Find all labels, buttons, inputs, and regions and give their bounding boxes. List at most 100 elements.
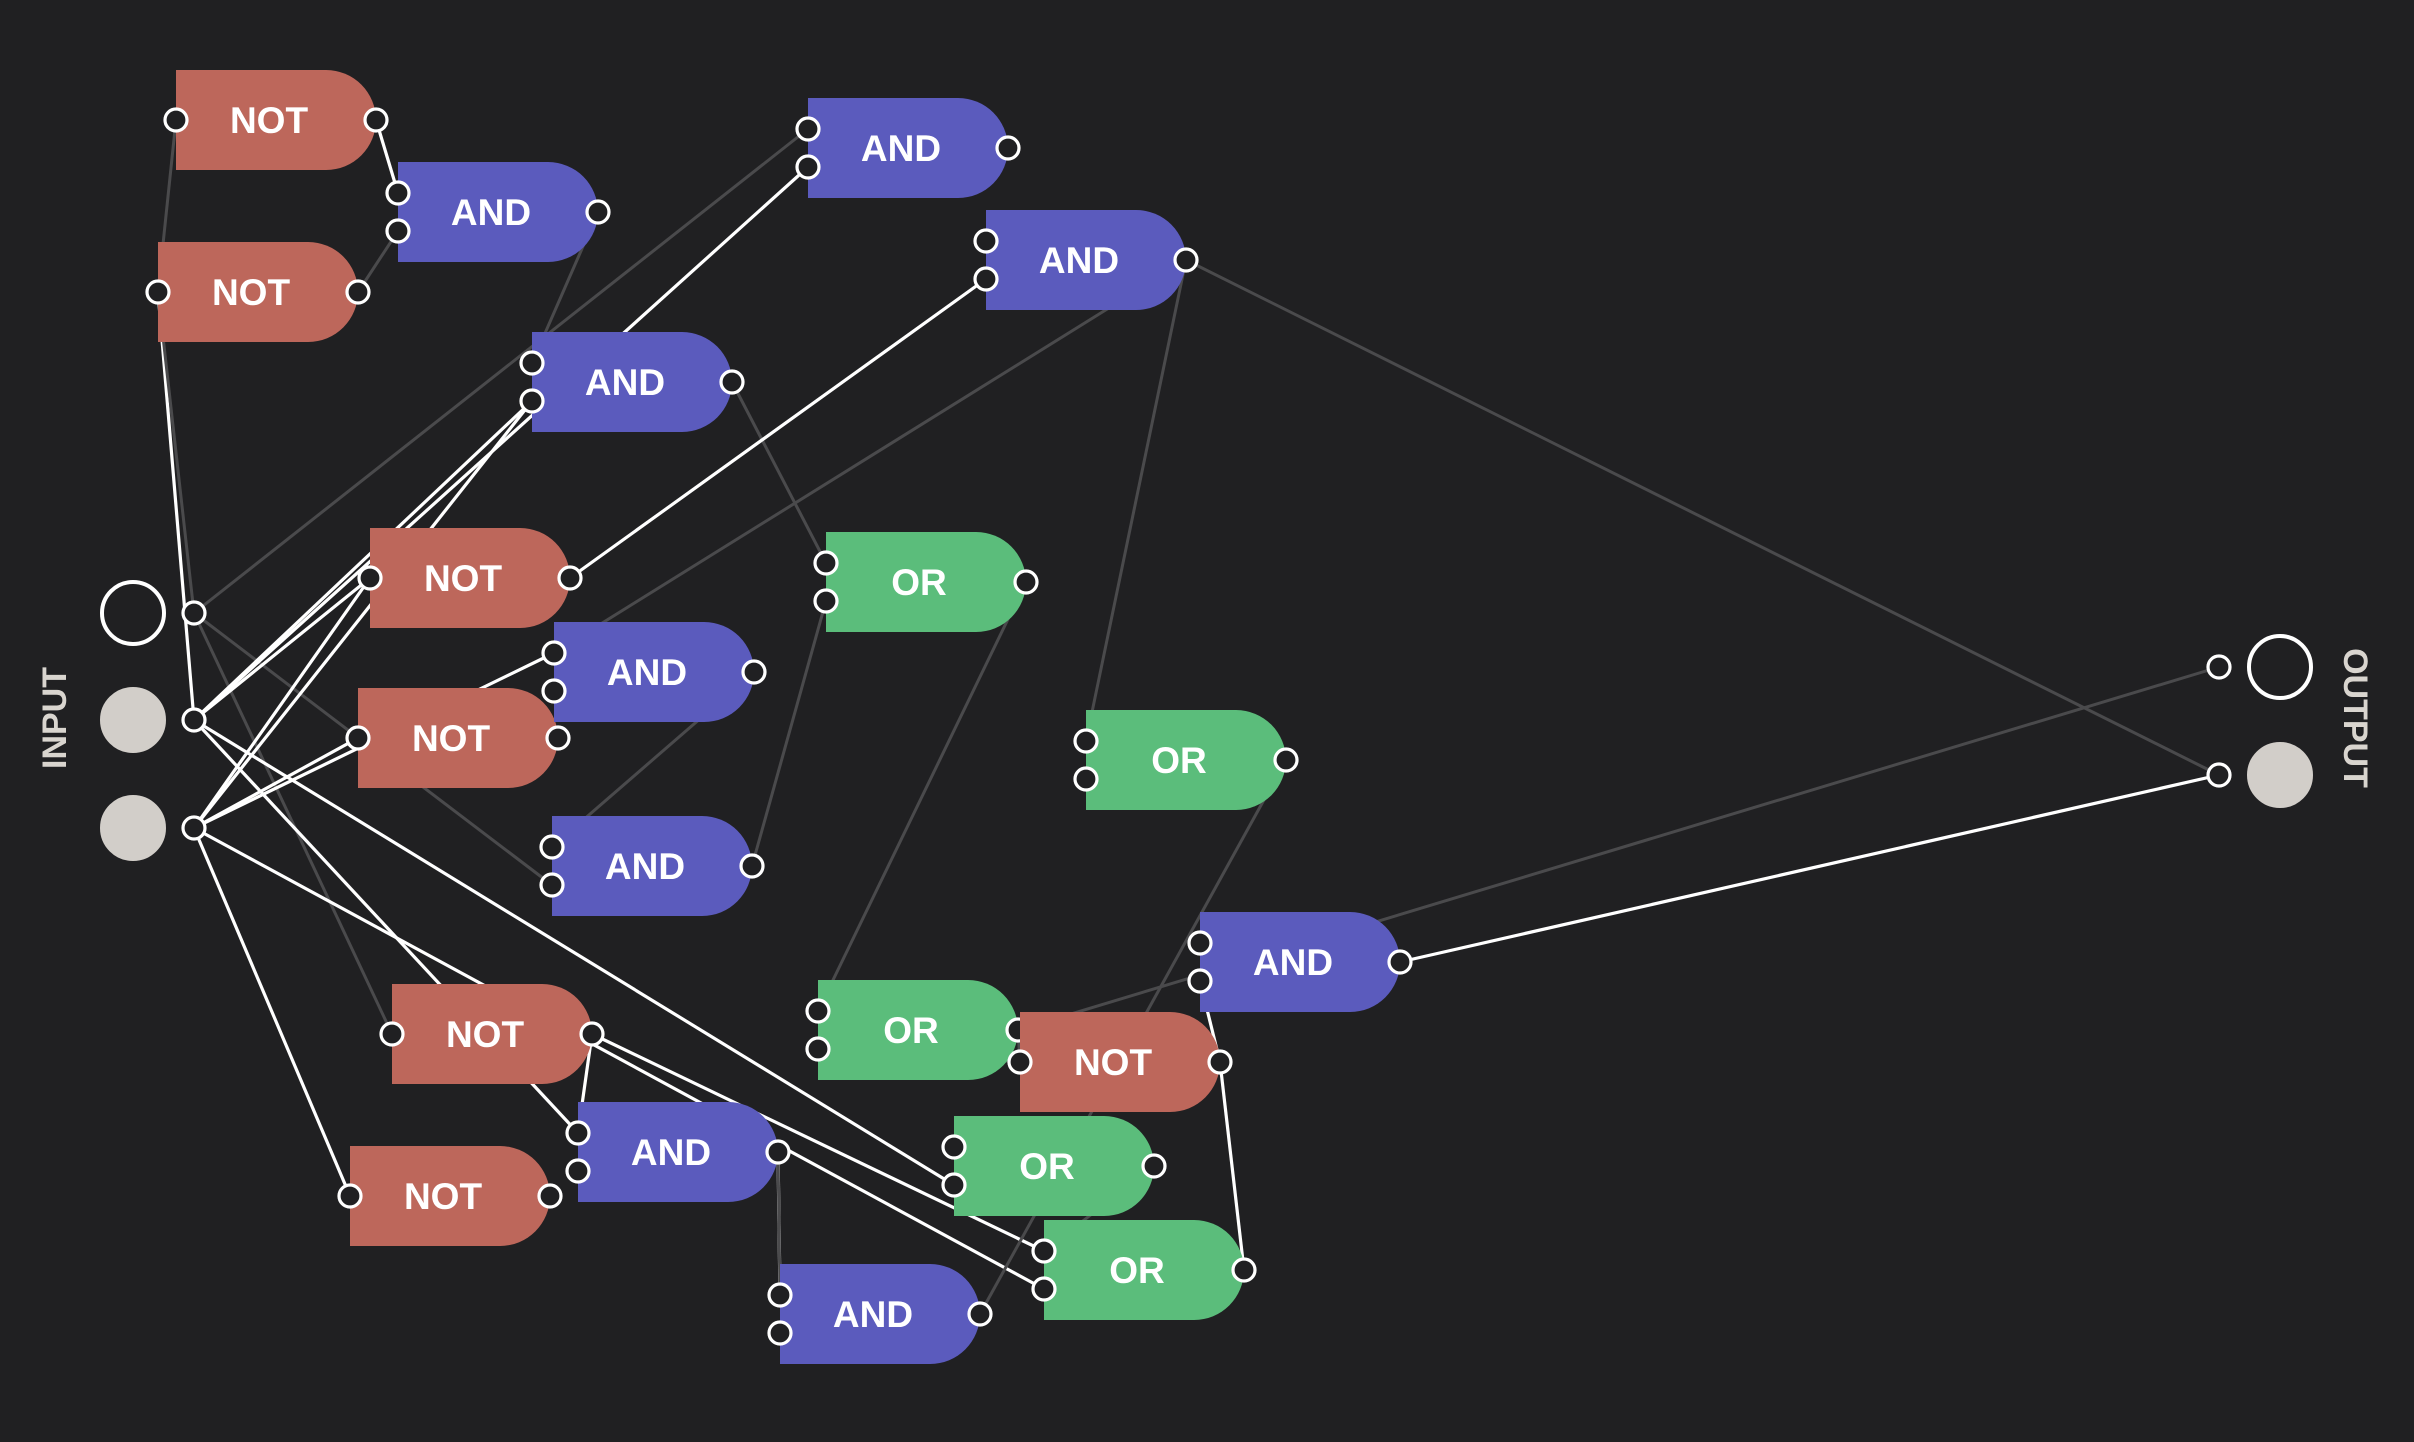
input-pin[interactable] bbox=[813, 588, 839, 614]
gate-body[interactable] bbox=[954, 1116, 1154, 1216]
gate-and-a6[interactable]: AND bbox=[539, 816, 765, 916]
output-pin[interactable] bbox=[557, 565, 583, 591]
output-pin[interactable] bbox=[1207, 1049, 1233, 1075]
wire-in1-to-a2-in1[interactable] bbox=[192, 165, 810, 722]
input-pin[interactable] bbox=[345, 725, 371, 751]
input-pin[interactable] bbox=[385, 180, 411, 206]
gate-body[interactable] bbox=[552, 816, 752, 916]
gate-or-o3[interactable]: OR bbox=[805, 980, 1031, 1080]
wire-in2-to-n6-in[interactable] bbox=[192, 827, 352, 1197]
input-pin[interactable] bbox=[385, 218, 411, 244]
input-pin[interactable] bbox=[539, 872, 565, 898]
input-pin[interactable] bbox=[539, 834, 565, 860]
input-pin[interactable] bbox=[357, 565, 383, 591]
input-pin[interactable] bbox=[565, 1158, 591, 1184]
input-pin[interactable] bbox=[795, 116, 821, 142]
input-pin[interactable] bbox=[519, 388, 545, 414]
wire-n2-in-to-in1[interactable] bbox=[156, 291, 196, 721]
wire-in1-to-o4-in1[interactable] bbox=[193, 718, 955, 1187]
input-pin[interactable] bbox=[973, 266, 999, 292]
output-pin[interactable] bbox=[967, 1301, 993, 1327]
input-pin[interactable] bbox=[805, 1036, 831, 1062]
gate-not-n6[interactable]: NOT bbox=[337, 1146, 563, 1246]
input-pin[interactable] bbox=[1031, 1276, 1057, 1302]
wire-n2-in-to-in0[interactable] bbox=[156, 291, 196, 614]
input-pin[interactable] bbox=[1007, 1049, 1033, 1075]
output-pin[interactable] bbox=[545, 725, 571, 751]
input-pin[interactable] bbox=[519, 350, 545, 376]
gate-and-a9[interactable]: AND bbox=[767, 1264, 993, 1364]
gate-body[interactable] bbox=[398, 162, 598, 262]
wire-a6-out-to-o1-in1[interactable] bbox=[750, 600, 828, 867]
gate-body[interactable] bbox=[780, 1264, 980, 1364]
output-pin[interactable] bbox=[1231, 1257, 1257, 1283]
gate-not-n5[interactable]: NOT bbox=[379, 984, 605, 1084]
input-pin[interactable] bbox=[145, 279, 171, 305]
input-pin[interactable] bbox=[337, 1183, 363, 1209]
gate-body[interactable] bbox=[370, 528, 570, 628]
gate-body[interactable] bbox=[1200, 912, 1400, 1012]
wire-a7-out-to-out1[interactable] bbox=[1399, 773, 2220, 964]
output-pin-out0[interactable] bbox=[2206, 654, 2232, 680]
gate-and-a8[interactable]: AND bbox=[565, 1102, 791, 1202]
wire-a3-out-to-o1-in0[interactable] bbox=[730, 381, 828, 564]
input-node-in2[interactable] bbox=[100, 795, 166, 861]
wire-n7-out-to-o5-out[interactable] bbox=[1218, 1061, 1246, 1271]
wire-a4-out-to-out1[interactable] bbox=[1185, 258, 2220, 777]
input-pin[interactable] bbox=[813, 550, 839, 576]
wire-o1-out-to-o3-in0[interactable] bbox=[816, 581, 1028, 1012]
gate-and-a2[interactable]: AND bbox=[795, 98, 1021, 198]
gate-body[interactable] bbox=[808, 98, 1008, 198]
gate-body[interactable] bbox=[1086, 710, 1286, 810]
output-pin[interactable] bbox=[1387, 949, 1413, 975]
wire-a4-out-to-o2-in0[interactable] bbox=[1084, 259, 1188, 742]
input-pin[interactable] bbox=[1031, 1238, 1057, 1264]
output-pin[interactable] bbox=[585, 199, 611, 225]
gate-not-n7[interactable]: NOT bbox=[1007, 1012, 1233, 1112]
input-pin[interactable] bbox=[767, 1282, 793, 1308]
wire-in0-to-a2-in0[interactable] bbox=[193, 127, 809, 615]
output-pin[interactable] bbox=[1173, 247, 1199, 273]
input-pin-in2[interactable] bbox=[181, 815, 207, 841]
output-node-out1[interactable] bbox=[2247, 742, 2313, 808]
gate-body[interactable] bbox=[986, 210, 1186, 310]
wire-in0-to-n5-in[interactable] bbox=[192, 612, 394, 1035]
gate-or-o4[interactable]: OR bbox=[941, 1116, 1167, 1216]
output-pin[interactable] bbox=[765, 1139, 791, 1165]
output-pin[interactable] bbox=[719, 369, 745, 395]
output-pin[interactable] bbox=[579, 1021, 605, 1047]
gate-and-a7[interactable]: AND bbox=[1187, 912, 1413, 1012]
input-pin[interactable] bbox=[767, 1320, 793, 1346]
output-node-out0[interactable] bbox=[2247, 634, 2313, 700]
wire-n3-out-to-a4-in1[interactable] bbox=[569, 277, 987, 580]
gate-or-o2[interactable]: OR bbox=[1073, 710, 1299, 810]
gate-not-n1[interactable]: NOT bbox=[163, 70, 389, 170]
gate-not-n2[interactable]: NOT bbox=[145, 242, 371, 342]
output-pin[interactable] bbox=[537, 1183, 563, 1209]
wire-in1-to-n3-in[interactable] bbox=[192, 576, 372, 722]
input-pin[interactable] bbox=[1187, 930, 1213, 956]
output-pin-out1[interactable] bbox=[2206, 762, 2232, 788]
gate-body[interactable] bbox=[818, 980, 1018, 1080]
gate-body[interactable] bbox=[554, 622, 754, 722]
input-pin[interactable] bbox=[541, 678, 567, 704]
input-node-in0[interactable] bbox=[100, 580, 166, 646]
input-pin[interactable] bbox=[1073, 728, 1099, 754]
gate-body[interactable] bbox=[1044, 1220, 1244, 1320]
input-node-in1[interactable] bbox=[100, 687, 166, 753]
wire-in1-to-a3-in1[interactable] bbox=[192, 399, 534, 722]
input-pin-in1[interactable] bbox=[181, 707, 207, 733]
output-pin[interactable] bbox=[1141, 1153, 1167, 1179]
wire-a8-out-to-a9-in0[interactable] bbox=[776, 1151, 782, 1296]
output-pin[interactable] bbox=[345, 279, 371, 305]
gate-body[interactable] bbox=[532, 332, 732, 432]
output-pin[interactable] bbox=[739, 853, 765, 879]
input-pin-in0[interactable] bbox=[181, 600, 207, 626]
output-pin[interactable] bbox=[1013, 569, 1039, 595]
gate-or-o1[interactable]: OR bbox=[813, 532, 1039, 632]
gate-body[interactable] bbox=[358, 688, 558, 788]
input-pin[interactable] bbox=[565, 1120, 591, 1146]
gate-body[interactable] bbox=[176, 70, 376, 170]
gate-body[interactable] bbox=[350, 1146, 550, 1246]
